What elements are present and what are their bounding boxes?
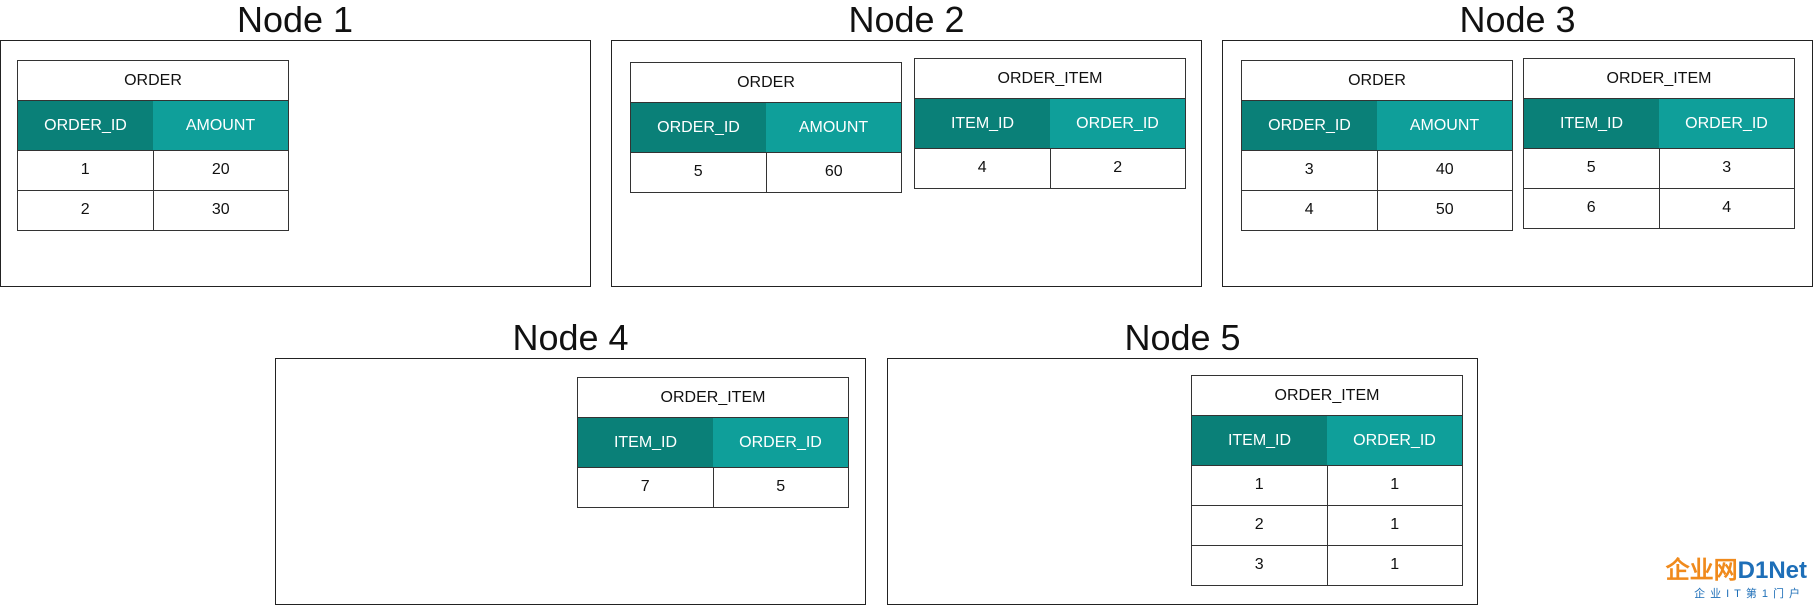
watermark-logo: 企业网D1Net 企业IT第1门户	[1647, 557, 1807, 601]
column-header: ITEM_ID	[1192, 416, 1327, 465]
table-cell: 60	[824, 163, 843, 180]
table-row: 5 3	[1524, 148, 1794, 188]
table-cell: 4	[1722, 199, 1732, 216]
table-cell: 2	[18, 191, 154, 230]
table-cell: 4	[1242, 191, 1378, 230]
node-title: Node 4	[512, 317, 629, 358]
table-name: ORDER_ITEM	[1192, 376, 1462, 416]
column-header: ORDER_ID	[18, 101, 153, 150]
column-header: ORDER_ID	[631, 103, 766, 152]
table-name: ORDER_ITEM	[1524, 59, 1794, 99]
node-title: Node 5	[1124, 317, 1241, 358]
table-cell: 40	[1435, 161, 1454, 178]
table-row: 3 40	[1242, 150, 1512, 190]
node-3-box: ORDER ORDER_ID AMOUNT 3 40 4 50 ORDER_IT…	[1222, 40, 1813, 287]
table-header: ORDER_ID AMOUNT	[631, 103, 901, 152]
table-cell: 1	[1192, 466, 1328, 505]
logo-tagline: 企业IT第1门户	[1694, 588, 1805, 600]
table-row: 7 5	[578, 467, 848, 507]
column-header: ORDER_ID	[713, 418, 848, 467]
column-header: ITEM_ID	[1524, 99, 1659, 148]
table-cell: 1	[1390, 556, 1400, 573]
table-row: 5 60	[631, 152, 901, 192]
table-order-item: ORDER_ITEM ITEM_ID ORDER_ID 1 1 2 1 3 1	[1191, 375, 1463, 586]
table-order-item: ORDER_ITEM ITEM_ID ORDER_ID 5 3 6 4	[1523, 58, 1795, 229]
table-row: 6 4	[1524, 188, 1794, 228]
node-4-box: ORDER_ITEM ITEM_ID ORDER_ID 7 5	[275, 358, 866, 605]
table-name: ORDER	[1242, 61, 1512, 101]
table-name: ORDER_ITEM	[915, 59, 1185, 99]
table-order: ORDER ORDER_ID AMOUNT 5 60	[630, 62, 902, 193]
table-order-item: ORDER_ITEM ITEM_ID ORDER_ID 4 2	[914, 58, 1186, 189]
table-order: ORDER ORDER_ID AMOUNT 3 40 4 50	[1241, 60, 1513, 231]
node-title: Node 2	[848, 0, 965, 40]
table-cell: 2	[1192, 506, 1328, 545]
logo-en: D1Net	[1737, 557, 1807, 584]
table-header: ITEM_ID ORDER_ID	[915, 99, 1185, 148]
table-cell: 1	[1390, 516, 1400, 533]
table-name: ORDER	[18, 61, 288, 101]
table-order: ORDER ORDER_ID AMOUNT 1 20 2 30	[17, 60, 289, 231]
table-cell: 6	[1524, 189, 1660, 228]
table-cell: 1	[1390, 476, 1400, 493]
table-cell: 3	[1242, 151, 1378, 190]
table-name: ORDER_ITEM	[578, 378, 848, 418]
table-name: ORDER	[631, 63, 901, 103]
table-header: ITEM_ID ORDER_ID	[1524, 99, 1794, 148]
column-header: ITEM_ID	[915, 99, 1050, 148]
table-cell: 1	[18, 151, 154, 190]
table-cell: 7	[578, 468, 714, 507]
table-cell: 20	[211, 161, 230, 178]
table-cell: 4	[915, 149, 1051, 188]
table-cell: 2	[1113, 159, 1123, 176]
node-5-box: ORDER_ITEM ITEM_ID ORDER_ID 1 1 2 1 3 1	[887, 358, 1478, 605]
node-title: Node 3	[1459, 0, 1576, 40]
table-cell: 5	[776, 478, 786, 495]
table-cell: 5	[631, 153, 767, 192]
column-header: AMOUNT	[153, 101, 288, 150]
table-cell: 30	[211, 201, 230, 218]
column-header: ORDER_ID	[1327, 416, 1462, 465]
node-1-box: ORDER ORDER_ID AMOUNT 1 20 2 30	[0, 40, 591, 287]
table-order-item: ORDER_ITEM ITEM_ID ORDER_ID 7 5	[577, 377, 849, 508]
node-2-box: ORDER ORDER_ID AMOUNT 5 60 ORDER_ITEM IT…	[611, 40, 1202, 287]
table-row: 2 30	[18, 190, 288, 230]
logo-wordmark: 企业网D1Net	[1666, 557, 1807, 585]
table-cell: 50	[1435, 201, 1454, 218]
table-row: 4 2	[915, 148, 1185, 188]
column-header: ITEM_ID	[578, 418, 713, 467]
column-header: AMOUNT	[1377, 101, 1512, 150]
column-header: ORDER_ID	[1242, 101, 1377, 150]
logo-cn: 企业网	[1665, 557, 1738, 584]
table-header: ORDER_ID AMOUNT	[1242, 101, 1512, 150]
column-header: ORDER_ID	[1659, 99, 1794, 148]
table-row: 4 50	[1242, 190, 1512, 230]
table-header: ITEM_ID ORDER_ID	[1192, 416, 1462, 465]
table-row: 3 1	[1192, 545, 1462, 585]
table-row: 2 1	[1192, 505, 1462, 545]
column-header: ORDER_ID	[1050, 99, 1185, 148]
node-title: Node 1	[236, 0, 354, 40]
column-header: AMOUNT	[766, 103, 901, 152]
table-cell: 3	[1722, 159, 1732, 176]
table-cell: 5	[1524, 149, 1660, 188]
table-row: 1 20	[18, 150, 288, 190]
table-cell: 3	[1192, 546, 1328, 585]
table-row: 1 1	[1192, 465, 1462, 505]
table-header: ITEM_ID ORDER_ID	[578, 418, 848, 467]
table-header: ORDER_ID AMOUNT	[18, 101, 288, 150]
